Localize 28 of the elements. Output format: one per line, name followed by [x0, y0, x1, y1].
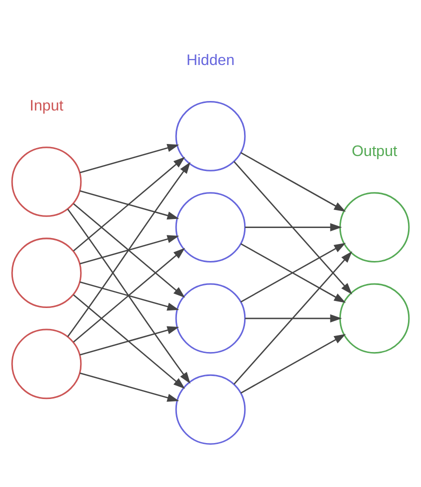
- label: Output: [352, 142, 398, 160]
- arrow: [80, 190, 180, 220]
- arrow: [73, 294, 186, 389]
- arrow: [245, 223, 342, 232]
- arrow: [80, 235, 180, 264]
- arrow: [73, 203, 186, 298]
- arrow: [67, 162, 190, 337]
- node-circle: [175, 101, 246, 172]
- node-circle: [11, 328, 82, 400]
- arrow: [67, 208, 190, 384]
- arrow: [234, 251, 352, 385]
- arrow: [234, 161, 352, 294]
- arrow: [245, 314, 342, 323]
- arrow: [240, 152, 346, 212]
- arrow: [73, 248, 186, 343]
- arrow: [80, 326, 180, 356]
- arrow: [80, 372, 180, 402]
- arrow: [240, 334, 346, 394]
- arrow: [73, 156, 186, 252]
- arrow: [80, 144, 180, 174]
- node-circle: [11, 146, 82, 217]
- node-circle: [175, 192, 246, 262]
- node-circle: [175, 374, 246, 445]
- label: Input: [30, 97, 64, 114]
- node-circle: [175, 283, 246, 354]
- node-circle: [11, 238, 82, 308]
- arrow: [80, 281, 180, 311]
- label: Hidden: [186, 52, 235, 69]
